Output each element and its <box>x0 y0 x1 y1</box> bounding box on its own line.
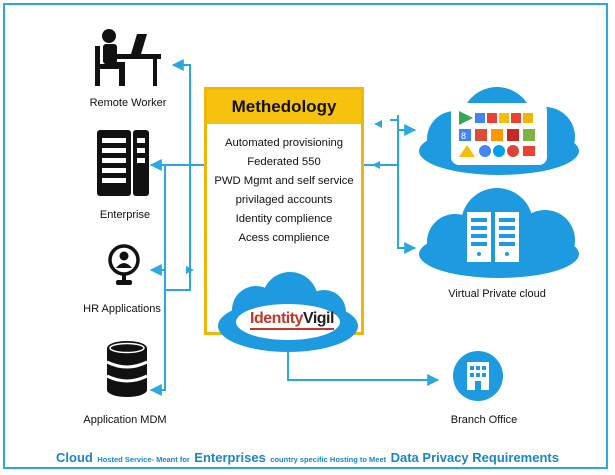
svg-text:8: 8 <box>461 131 466 141</box>
diagram-frame <box>3 3 608 469</box>
building-icon <box>453 351 503 401</box>
logo-part-identity: Identity <box>250 310 303 327</box>
footer-enterprises: Enterprises <box>194 450 266 465</box>
methodology-item: privilaged accounts <box>235 194 333 206</box>
methodology-item: PWD Mgmt and self service <box>214 175 354 187</box>
person-at-desk-icon <box>95 29 161 86</box>
play-store-icon <box>459 111 473 125</box>
user-badge-icon <box>108 244 140 285</box>
enterprise-label: Enterprise <box>99 209 151 221</box>
app-cloud-icon: 8 <box>419 87 579 175</box>
connector-branch <box>287 340 440 386</box>
footer-caption: Cloud Hosted Service- Meant for Enterpri… <box>0 449 615 467</box>
application-mdm-label: Application MDM <box>83 414 167 426</box>
database-icon <box>106 341 148 397</box>
remote-worker-label: Remote Worker <box>89 97 167 109</box>
footer-hosting: country specific Hosting to Meet <box>270 455 387 464</box>
methodology-item: Identity complience <box>235 213 333 225</box>
methodology-item: Federated 550 <box>247 156 321 168</box>
branch-office-label: Branch Office <box>450 414 518 426</box>
footer-privacy: Data Privacy Requirements <box>390 450 559 465</box>
footer-hosted: Hosted Service- Meant for <box>97 455 190 464</box>
identity-vigil-logo: IdentityVigil <box>238 302 346 338</box>
server-rack-icon <box>97 130 149 196</box>
logo-part-vigil: Vigil <box>302 310 335 327</box>
connector-vpc <box>397 165 417 254</box>
connector-app-cloud <box>397 124 417 165</box>
connector-remote-worker <box>171 59 204 166</box>
connector-mdm <box>149 165 191 396</box>
hr-applications-label: HR Applications <box>83 303 161 315</box>
methodology-list: Automated provisioning Federated 550 PWD… <box>207 134 361 248</box>
methodology-item: Automated provisioning <box>224 137 344 149</box>
footer-cloud: Cloud <box>56 450 93 465</box>
methodology-item: Acess complience <box>238 232 330 244</box>
methodology-title: Methedology <box>207 90 361 124</box>
virtual-private-cloud-icon <box>419 188 579 278</box>
identity-vigil-cloud-icon <box>218 272 358 352</box>
virtual-private-cloud-label: Virtual Private cloud <box>448 288 546 300</box>
